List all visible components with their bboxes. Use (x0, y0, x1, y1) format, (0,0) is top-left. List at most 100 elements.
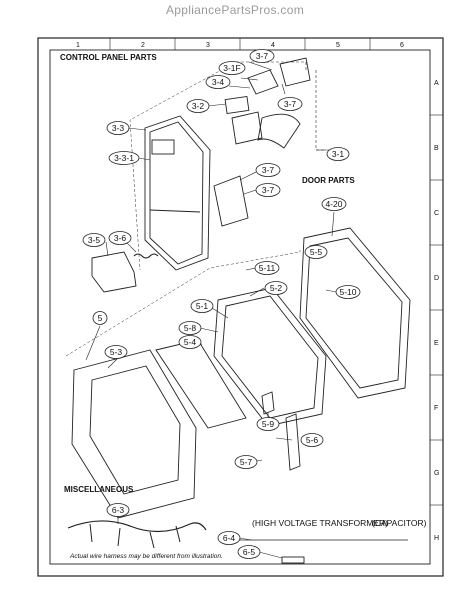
control-board (213, 175, 249, 227)
capacitor-part (281, 556, 305, 564)
callout-6-4: 6-4 (223, 533, 236, 543)
callout-bubble-3-1 (326, 147, 350, 161)
callout-bubble-3-3-1 (108, 151, 140, 165)
section-door: DOOR PARTS (302, 176, 355, 185)
section-misc: MISCELLANEOUS (64, 485, 134, 494)
switch-unit (279, 57, 311, 87)
edge-mark-side-h: H (434, 535, 439, 542)
wire-harness (67, 520, 207, 533)
outer-frame (37, 37, 444, 577)
door-outer-frame (71, 349, 197, 519)
callout-3-3-1: 3-3-1 (114, 153, 134, 163)
callout-3-3: 3-3 (112, 123, 125, 133)
callout-bubble-5-4 (178, 335, 202, 349)
callout-bubble-3-2 (186, 99, 210, 113)
door-choke-frame (299, 227, 411, 399)
callout-5-11: 5-11 (259, 263, 276, 273)
latch-hook (261, 391, 275, 415)
edge-mark-top-2: 2 (141, 42, 145, 49)
callout-bubble-5-9 (256, 417, 280, 431)
watermark-text: AppliancePartsPros.com (166, 3, 304, 17)
callout-bubble-5-1 (190, 299, 214, 313)
callout-3-6: 3-6 (114, 233, 127, 243)
callout-bubble-6-5 (237, 545, 261, 559)
edge-mark-top-3: 3 (206, 42, 210, 49)
edge-mark-side-d: D (434, 275, 439, 282)
callout-4-20: 4-20 (325, 199, 342, 209)
callout-6-3: 6-3 (112, 505, 125, 515)
note-capacitor: (CAPACITOR) (372, 518, 427, 528)
edge-mark-top-6: 6 (400, 42, 404, 49)
edge-mark-side-b: B (434, 145, 439, 152)
callouts: 3-7 3-1F 3-4 3-7 3-2 3-3 3-3-1 3-7 3-7 3… (82, 49, 361, 559)
callout-bubble-3-7b (277, 97, 303, 111)
callout-3-5: 3-5 (88, 235, 101, 245)
callout-5-3: 5-3 (110, 347, 123, 357)
callout-5: 5 (98, 313, 103, 323)
callout-3-1: 3-1 (332, 149, 345, 159)
relay-bracket (247, 69, 279, 95)
callout-3-4: 3-4 (212, 77, 225, 87)
note-high-voltage-transformer: (HIGH VOLTAGE TRANSFORMER) (252, 518, 388, 528)
callout-3-2: 3-2 (192, 101, 205, 111)
edge-marks-side (430, 114, 443, 506)
callout-5-1: 5-1 (196, 301, 209, 311)
door-inner-frame (213, 287, 327, 427)
key-unit-3-2 (224, 96, 250, 114)
callout-5-8: 5-8 (184, 323, 197, 333)
edge-mark-side-a: A (434, 80, 439, 87)
callout-5-2: 5-2 (270, 283, 283, 293)
harness-branches (89, 523, 181, 549)
bracket-top (236, 61, 307, 70)
latch-head (285, 413, 301, 471)
callout-bubble-3-6 (108, 231, 132, 245)
door-group-bracket (65, 250, 301, 357)
callout-3-7c: 3-7 (262, 165, 275, 175)
callout-bubble-3-3 (106, 121, 130, 135)
callout-bubble-3-4 (205, 75, 231, 89)
callout-bubble-5-10 (335, 285, 361, 299)
bracket-left (129, 61, 237, 271)
spring-icon (133, 253, 159, 259)
callout-bubble-5-8 (178, 321, 202, 335)
edge-mark-side-e: E (434, 340, 439, 347)
edge-mark-side-f: F (434, 405, 438, 412)
callout-3-7a: 3-7 (256, 51, 269, 61)
callout-bubble-6-4 (217, 531, 241, 545)
callout-bubble-5-5 (304, 245, 328, 259)
membrane-part (231, 111, 263, 145)
edge-marks-top (109, 38, 371, 50)
callout-5-4: 5-4 (184, 337, 197, 347)
edge-mark-top-4: 4 (271, 42, 275, 49)
bracket-side (315, 70, 332, 151)
section-control-panel: CONTROL PANEL PARTS (60, 53, 157, 62)
edge-mark-top-5: 5 (336, 42, 340, 49)
callout-bubble-5-11 (254, 261, 280, 275)
callout-bubble-3-5 (82, 233, 106, 247)
callout-bubble-3-7a (249, 49, 275, 63)
callout-bubble-6-3 (106, 503, 130, 517)
edge-mark-side-g: G (434, 470, 439, 477)
note-wire-harness: Actual wire harness may be different fro… (69, 553, 223, 560)
callout-bubble-5-2 (264, 281, 288, 295)
callout-bubble-5 (92, 311, 108, 325)
callout-5-10: 5-10 (339, 287, 356, 297)
callout-5-7: 5-7 (240, 457, 253, 467)
leader-lines (85, 61, 337, 559)
control-panel-body (144, 115, 211, 271)
callout-bubble-3-7c (255, 163, 281, 177)
edge-mark-side-c: C (434, 210, 439, 217)
callout-3-1f: 3-1F (223, 63, 240, 73)
callout-bubble-3-7d (255, 183, 281, 197)
callout-bubble-5-3 (104, 345, 128, 359)
door-screen (155, 339, 247, 429)
door-button (91, 251, 137, 293)
edge-mark-top-1: 1 (76, 42, 80, 49)
callout-5-5: 5-5 (310, 247, 323, 257)
callout-5-6: 5-6 (306, 435, 319, 445)
callout-6-5: 6-5 (243, 547, 256, 557)
callout-bubble-3-1f (218, 61, 246, 75)
callout-bubble-5-7 (234, 455, 258, 469)
callout-3-7b: 3-7 (284, 99, 297, 109)
ribbon-cable (257, 113, 301, 149)
